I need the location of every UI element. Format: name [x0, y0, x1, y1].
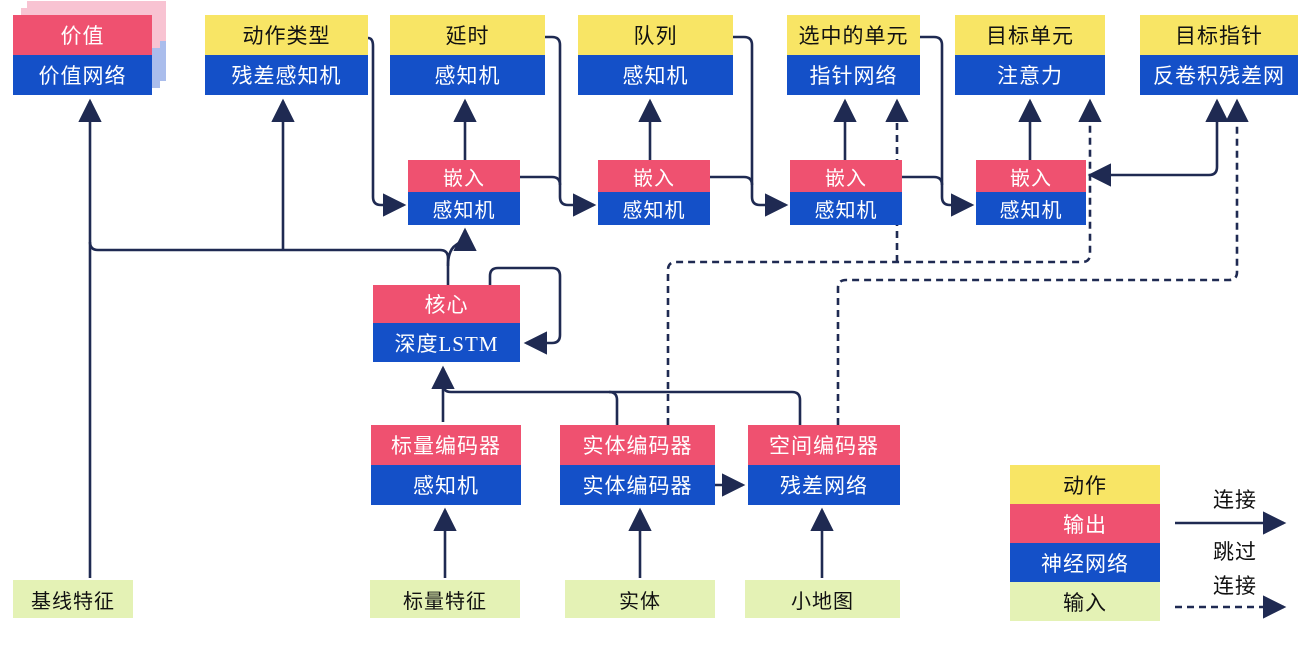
legend-output-label: 输出	[1010, 504, 1160, 543]
legend-color-key: 动作 输出 神经网络 输入	[1010, 465, 1160, 621]
edge-embed2-out	[710, 175, 754, 186]
legend-skip-label-line1: 跳过	[1213, 540, 1257, 564]
selected-units-label: 选中的单元	[787, 15, 920, 55]
node-embed2: 嵌入 感知机	[598, 160, 710, 225]
selected-units-network-label: 指针网络	[787, 55, 920, 95]
node-baseline-features: 基线特征	[13, 580, 133, 618]
spatial-encoder-network-label: 残差网络	[748, 465, 900, 505]
scalar-features-label: 标量特征	[370, 580, 520, 618]
target-unit-label: 目标单元	[955, 15, 1105, 55]
node-entities: 实体	[565, 580, 715, 618]
target-unit-network-label: 注意力	[955, 55, 1105, 95]
node-entity-encoder: 实体编码器 实体编码器	[560, 425, 715, 505]
embed3-label: 嵌入	[790, 160, 902, 192]
target-point-label: 目标指针	[1140, 15, 1298, 55]
edge-action-type-to-embed1	[367, 36, 407, 217]
node-spatial-encoder: 空间编码器 残差网络	[748, 425, 900, 505]
value-output-label: 价值	[13, 15, 152, 55]
node-minimap: 小地图	[745, 580, 900, 618]
edge-queue-to-embed3	[733, 35, 789, 217]
scalar-encoder-label: 标量编码器	[371, 425, 521, 465]
target-point-network-label: 反卷积残差网	[1140, 55, 1298, 95]
edge-spatial-encoder-to-core	[441, 383, 802, 425]
edge-selected-units-to-embed4	[920, 35, 975, 217]
edge-embed4-target-point	[1087, 98, 1229, 187]
entities-label: 实体	[565, 580, 715, 618]
node-scalar-features: 标量特征	[370, 580, 520, 618]
embed1-label: 嵌入	[408, 160, 520, 192]
queue-label: 队列	[578, 15, 733, 55]
legend-neural-network-label: 神经网络	[1010, 543, 1160, 582]
edge-entity-skip-to-target-unit	[666, 98, 1102, 425]
node-delay: 延时 感知机	[390, 15, 545, 95]
node-embed3: 嵌入 感知机	[790, 160, 902, 225]
core-network-label: 深度LSTM	[373, 323, 520, 362]
node-target-unit: 目标单元 注意力	[955, 15, 1105, 95]
edge-spatial-skip-to-target-point	[836, 98, 1249, 425]
node-selected-units: 选中的单元 指针网络	[787, 15, 920, 95]
embed4-network-label: 感知机	[976, 192, 1086, 225]
minimap-label: 小地图	[745, 580, 900, 618]
node-embed4: 嵌入 感知机	[976, 160, 1086, 225]
node-target-point: 目标指针 反卷积残差网	[1140, 15, 1298, 95]
edge-embed3-out	[902, 175, 944, 186]
entity-encoder-network-label: 实体编码器	[560, 465, 715, 505]
legend-action-label: 动作	[1010, 465, 1160, 504]
entity-encoder-label: 实体编码器	[560, 425, 715, 465]
edge-delay-to-embed2	[545, 35, 597, 217]
baseline-features-label: 基线特征	[13, 580, 133, 618]
edge-embed1-out	[520, 175, 562, 186]
embed1-network-label: 感知机	[408, 192, 520, 225]
node-queue: 队列 感知机	[578, 15, 733, 95]
edge-core-self-loop	[488, 266, 562, 355]
value-network-label: 价值网络	[13, 55, 152, 95]
edge-core-branch-left	[88, 241, 450, 285]
action-type-network-label: 残差感知机	[205, 55, 368, 95]
core-label: 核心	[373, 285, 520, 323]
node-action-type: 动作类型 残差感知机	[205, 15, 368, 95]
action-type-label: 动作类型	[205, 15, 368, 55]
queue-network-label: 感知机	[578, 55, 733, 95]
embed4-label: 嵌入	[976, 160, 1086, 192]
legend-skip-label-line2: 连接	[1213, 574, 1257, 598]
node-core: 核心 深度LSTM	[373, 285, 520, 362]
legend-connection-label: 连接	[1213, 488, 1257, 512]
embed3-network-label: 感知机	[790, 192, 902, 225]
delay-label: 延时	[390, 15, 545, 55]
node-value: 价值 价值网络	[13, 15, 152, 95]
spatial-encoder-label: 空间编码器	[748, 425, 900, 465]
scalar-encoder-network-label: 感知机	[371, 465, 521, 505]
legend-input-label: 输入	[1010, 582, 1160, 621]
edge-core-to-embed1	[446, 227, 477, 267]
delay-network-label: 感知机	[390, 55, 545, 95]
node-scalar-encoder: 标量编码器 感知机	[371, 425, 521, 505]
embed2-label: 嵌入	[598, 160, 710, 192]
node-embed1: 嵌入 感知机	[408, 160, 520, 225]
embed2-network-label: 感知机	[598, 192, 710, 225]
edge-entity-encoder-to-core	[608, 390, 619, 425]
